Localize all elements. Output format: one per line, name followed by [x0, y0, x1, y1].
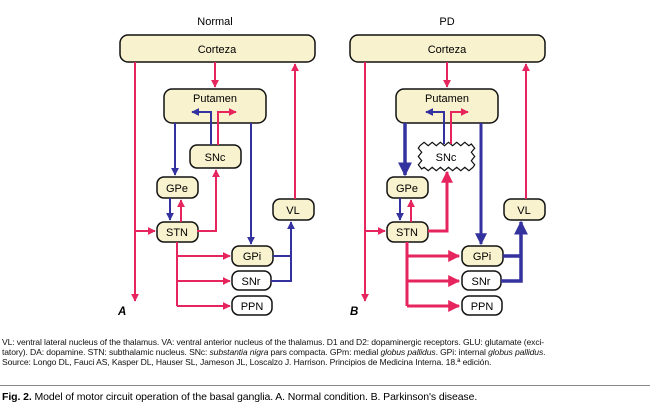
node-gpe-box	[156, 176, 199, 199]
diagram-title-normal: Normal	[197, 16, 232, 28]
node-putamen-label-pd: Putamen	[425, 93, 469, 105]
panel-label-b: B	[350, 306, 358, 318]
node-gpi-label-pd: GPi	[473, 251, 491, 263]
node-cortex-label-pd: Corteza	[428, 44, 467, 56]
arrow-snc-putamen-d2-inhibitory	[191, 108, 212, 145]
node-snc-label: SNc	[205, 152, 226, 164]
figure-caption-label: Fig. 2.	[2, 391, 32, 403]
arrow-stn-snc-excitatory-pd-overactive	[428, 170, 453, 233]
node-putamen-box	[163, 88, 267, 124]
legend-line-2: tatory). DA: dopamine. STN: subthalamic …	[2, 347, 546, 357]
legend-line-1: VL: ventral lateral nucleus of the thala…	[2, 337, 545, 347]
arrow-gpi-snr-vl-inhibitory-pd-overactive	[501, 220, 528, 283]
abbreviation-legend: VL: ventral lateral nucleus of the thala…	[2, 337, 648, 367]
node-snc-label-pd: SNc	[436, 152, 457, 164]
panel-label-a: A	[117, 306, 126, 318]
node-stn-label: STN	[166, 227, 188, 239]
arrow-gpi-snr-vl-inhibitory	[271, 221, 295, 282]
caption-divider-rule	[0, 385, 650, 386]
figure-caption-text: Model of motor circuit operation of the …	[31, 391, 478, 403]
diagram-pd: PD Corteza Putamen SNc GPe VL STN GPi SN…	[349, 16, 546, 318]
node-vl-label: VL	[286, 205, 299, 217]
node-ppn-label-pd: PPN	[471, 301, 494, 313]
node-putamen-label: Putamen	[193, 93, 237, 105]
node-cortex-label: Corteza	[198, 44, 237, 56]
node-gpe-label-pd: GPe	[396, 183, 418, 195]
legend-source-line: Source: Longo DL, Fauci AS, Kasper DL, H…	[2, 357, 492, 367]
node-snr-label-pd: SNr	[472, 276, 491, 288]
node-gpe-label: GPe	[166, 183, 188, 195]
arrow-snc-putamen-d1-excitatory	[217, 108, 237, 145]
node-snc-box	[189, 144, 242, 169]
node-snr-label: SNr	[242, 276, 261, 288]
arrow-snc-putamen-d1-excitatory-pd	[450, 108, 469, 144]
node-putamen-box-pd	[395, 88, 499, 124]
diagram-title-pd: PD	[439, 16, 454, 28]
node-vl-box-pd	[503, 198, 546, 221]
arrow-snc-putamen-d2-inhibitory-pd	[425, 108, 445, 144]
node-stn-label-pd: STN	[396, 227, 418, 239]
node-gpi-label: GPi	[243, 251, 261, 263]
node-snc-degenerated-box-pd	[417, 141, 476, 172]
node-gpe-box-pd	[386, 176, 429, 199]
node-ppn-box-pd	[461, 295, 503, 316]
arrow-stn-snc-excitatory	[197, 169, 220, 232]
node-ppn-label: PPN	[241, 301, 264, 313]
node-ppn-box	[231, 295, 273, 316]
diagram-normal: Normal Corteza Putamen SNc GPe VL STN GP…	[117, 16, 316, 318]
node-vl-label-pd: VL	[517, 205, 530, 217]
basal-ganglia-diagram-canvas: Normal Corteza Putamen SNc GPe VL STN GP…	[117, 16, 546, 318]
figure-caption: Fig. 2. Model of motor circuit operation…	[2, 391, 648, 403]
node-cortex-box	[119, 34, 316, 63]
node-vl-box	[272, 198, 315, 221]
